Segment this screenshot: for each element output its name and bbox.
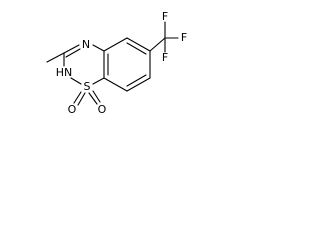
atom-n4-label: N: [82, 38, 90, 51]
atom-s-label: S: [84, 80, 91, 93]
bond-s1-o2: [88, 92, 98, 105]
bond-methyl-c3: [46, 52, 65, 63]
bond-s1-o1: [73, 91, 82, 104]
bond-s1-o2-double: [92, 90, 101, 103]
bond-s1-o1-double: [77, 92, 86, 106]
bond-s1-c8a: [92, 77, 105, 85]
atom-nh-label: HN: [56, 66, 73, 79]
atom-f2-label: F: [181, 31, 187, 44]
bond-c5-c6-double: [126, 42, 147, 55]
atom-f3-label: F: [162, 51, 168, 64]
bond-n2-s1: [70, 77, 82, 85]
atom-o1-label: O: [68, 103, 77, 116]
bond-c4a-c5: [103, 37, 128, 52]
bond-c6-cf3: [149, 37, 166, 52]
bonds: [46, 21, 179, 106]
atom-labels: N HN S O O F F F: [56, 10, 187, 116]
bond-n4-c4a: [92, 44, 105, 52]
bond-c5-c6: [126, 37, 151, 52]
atom-o2-label: O: [98, 103, 107, 116]
bond-c3-n4-double: [65, 48, 81, 58]
atom-f1-label: F: [162, 10, 168, 23]
molecule-structure: N HN S O O F F F: [46, 10, 187, 116]
bond-c7-c8: [126, 77, 151, 92]
bond-c7-c8-double: [126, 74, 147, 87]
bond-c8-c8a: [103, 77, 128, 92]
bond-c3-n4: [63, 44, 80, 54]
